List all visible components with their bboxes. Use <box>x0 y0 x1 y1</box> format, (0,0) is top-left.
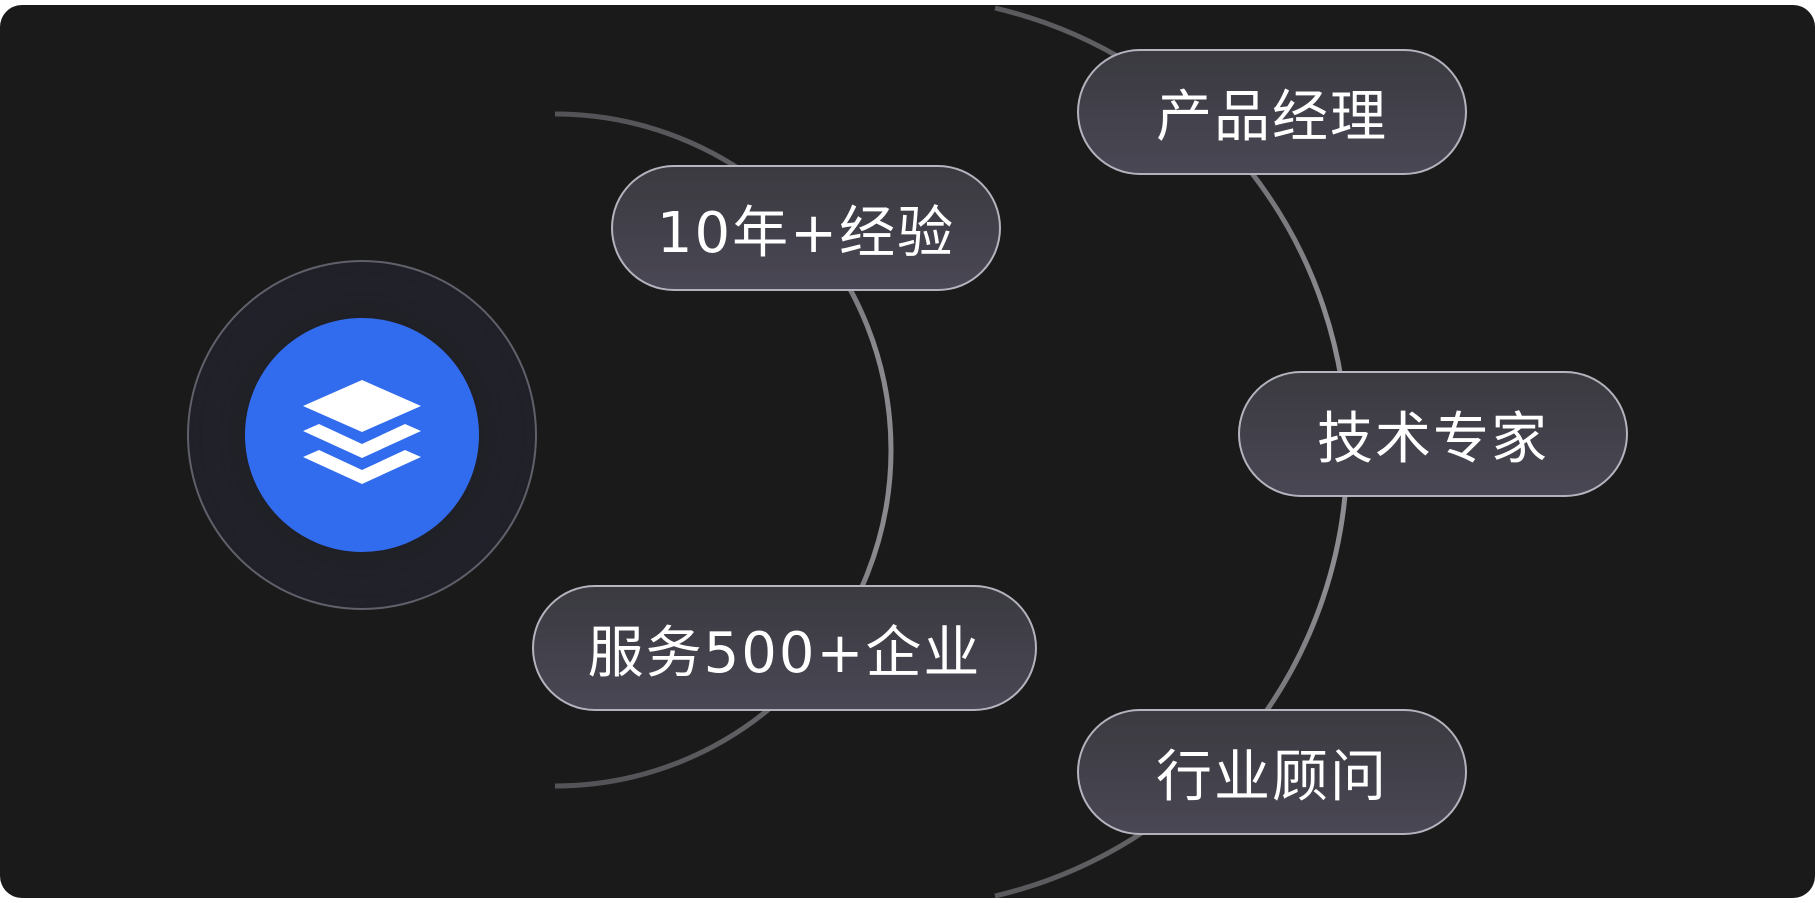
badge-clients: 服务500+企业 <box>532 585 1037 711</box>
badge-tech-expert: 技术专家 <box>1238 371 1628 497</box>
badge-industry-advisor-label: 行业顾问 <box>1156 744 1388 810</box>
badge-tech-expert-label: 技术专家 <box>1317 406 1549 472</box>
feature-card: 10年+经验 服务500+企业 产品经理 技术专家 行业顾问 <box>0 5 1815 898</box>
badge-clients-label: 服务500+企业 <box>587 620 982 686</box>
logo-badge <box>245 318 479 552</box>
badge-product-manager-label: 产品经理 <box>1156 84 1388 150</box>
inner-arc <box>554 111 894 789</box>
layers-icon <box>303 380 421 484</box>
badge-product-manager: 产品经理 <box>1077 49 1467 175</box>
badge-experience: 10年+经验 <box>611 165 1001 291</box>
badge-industry-advisor: 行业顾问 <box>1077 709 1467 835</box>
badge-experience-label: 10年+经验 <box>656 200 956 266</box>
